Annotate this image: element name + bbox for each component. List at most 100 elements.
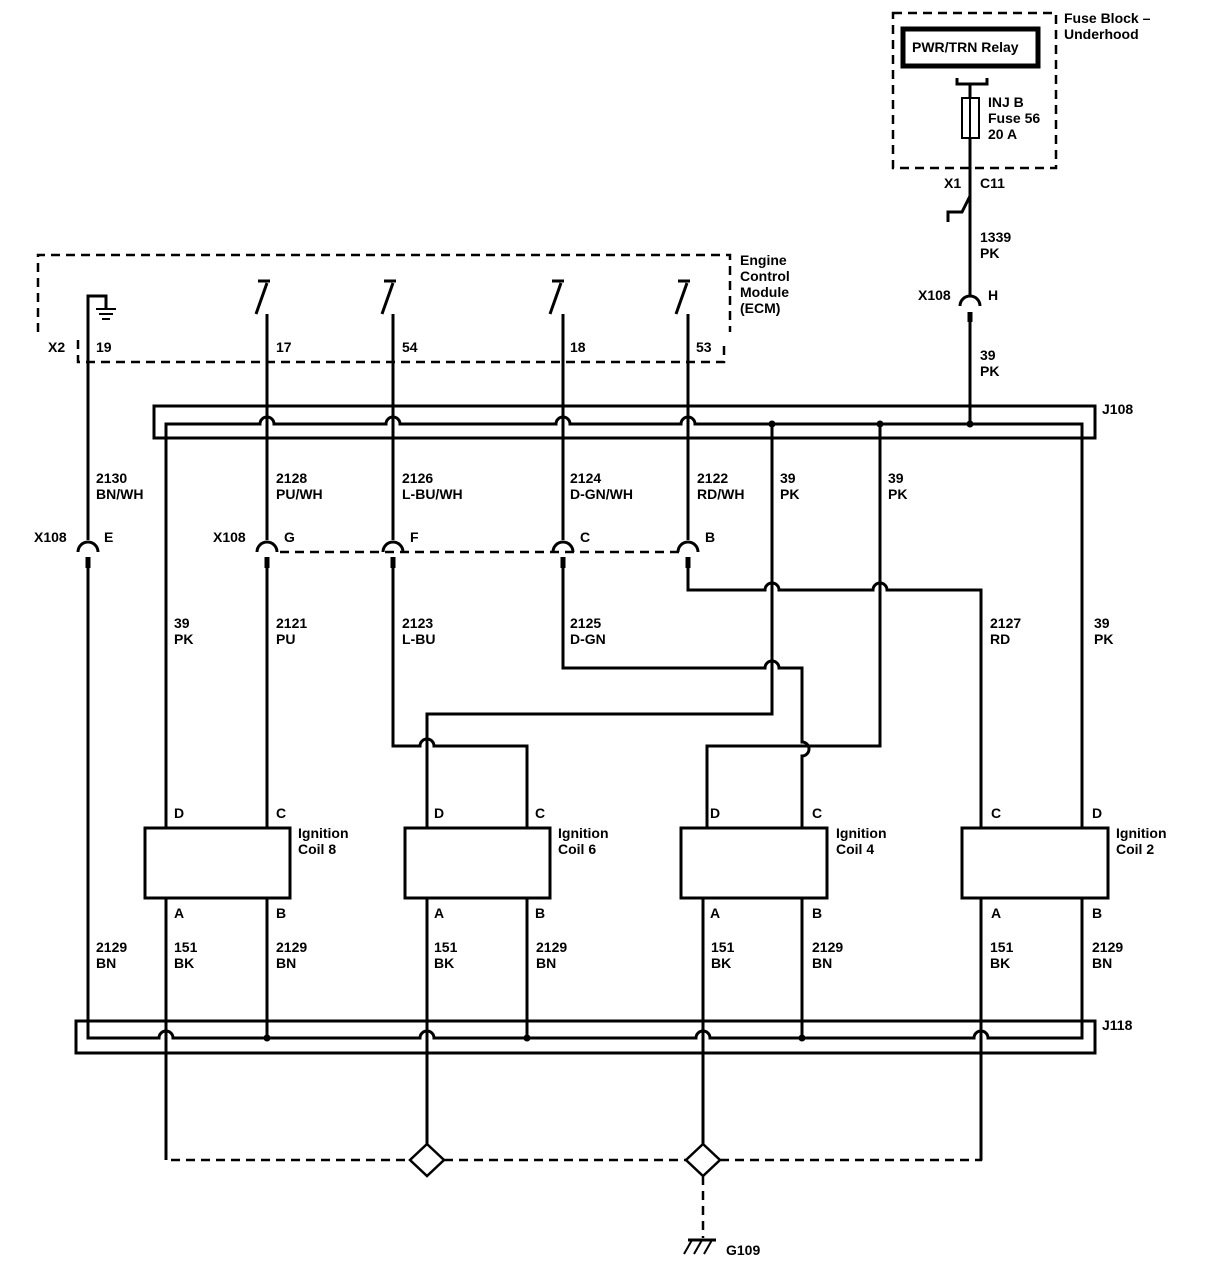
wire-2127-number: 2127 bbox=[990, 615, 1021, 631]
coil2-name: Coil 2 bbox=[1116, 841, 1154, 857]
x108-f-female bbox=[381, 540, 405, 553]
wire-151-coil8-number: 151 bbox=[174, 939, 198, 955]
relay-contact bbox=[955, 78, 989, 86]
engine-control-module: Engine Control Module (ECM) X2 19 17 54 … bbox=[36, 252, 790, 372]
wire-39-coil6 bbox=[425, 424, 774, 828]
wire-2124-number: 2124 bbox=[570, 470, 601, 486]
j108-splice-pack bbox=[152, 404, 1097, 440]
coil6-pin-top-right: C bbox=[535, 805, 545, 821]
coil8-pin-top-right: C bbox=[276, 805, 286, 821]
wire-2129-ecm-number: 2129 bbox=[96, 939, 127, 955]
coil6-pin-bottom-left: A bbox=[434, 905, 444, 921]
ignition-coil-8-body bbox=[143, 826, 292, 900]
ecm-pin-19: 19 bbox=[96, 339, 112, 355]
fuse-block-subtitle: Underhood bbox=[1064, 26, 1139, 42]
coil2-pin-top-right: D bbox=[1092, 805, 1102, 821]
ignition-coil-4: D C A B Ignition Coil 4 bbox=[679, 805, 887, 921]
x108-e-female bbox=[76, 540, 100, 553]
x108-e-label: X108 bbox=[34, 529, 67, 545]
wire-39-b-color: PK bbox=[888, 486, 907, 502]
chassis-ground-icon bbox=[683, 1238, 716, 1255]
ecm-ground-icon bbox=[96, 308, 116, 320]
coil2-pin-bottom-right: B bbox=[1092, 905, 1102, 921]
ecm-title-line2: Control bbox=[740, 268, 790, 284]
wire-39-coil2-color: PK bbox=[1094, 631, 1113, 647]
pin-c-label: C bbox=[580, 529, 590, 545]
wire-2130-number: 2130 bbox=[96, 470, 127, 486]
ecm-driver-switch-17 bbox=[254, 279, 270, 315]
fuse-block-outline bbox=[891, 11, 1058, 170]
wire-2129-coil8-color: BN bbox=[276, 955, 296, 971]
wire-2125 bbox=[561, 568, 811, 828]
pwr-trn-relay bbox=[900, 26, 1041, 69]
ecm-connector-x2-outline bbox=[76, 340, 726, 364]
coil2-pin-bottom-left: A bbox=[991, 905, 1001, 921]
wire-151-coil2-color: BK bbox=[990, 955, 1010, 971]
wire-39-coil8-number: 39 bbox=[174, 615, 190, 631]
wire-39-b-number: 39 bbox=[888, 470, 904, 486]
fuse-block-title: Fuse Block – bbox=[1064, 10, 1151, 26]
wire-39-a-color: PK bbox=[780, 486, 799, 502]
coil8-pin-bottom-right: B bbox=[276, 905, 286, 921]
j118-splice-pack bbox=[74, 1019, 1097, 1055]
ecm-pin-18: 18 bbox=[570, 339, 586, 355]
wire-2129-ecm-color: BN bbox=[96, 955, 116, 971]
wire-2129-coil6-color: BN bbox=[536, 955, 556, 971]
j118-label: J118 bbox=[1102, 1017, 1133, 1033]
coil6-pin-bottom-right: B bbox=[535, 905, 545, 921]
ecm-driver-switch-18 bbox=[548, 279, 564, 315]
wire-39-coil2-number: 39 bbox=[1094, 615, 1110, 631]
j118-splice-dot-1 bbox=[263, 1034, 271, 1042]
coil4-name: Coil 4 bbox=[836, 841, 874, 857]
ignition-coil-8: D C A B Ignition Coil 8 bbox=[143, 805, 349, 921]
x2-connector-label: X2 bbox=[48, 339, 65, 355]
coil8-pin-top-left: D bbox=[174, 805, 184, 821]
ecm-pin-54: 54 bbox=[402, 339, 418, 355]
wire-2124-color: D-GN/WH bbox=[570, 486, 633, 502]
wire-2127 bbox=[686, 568, 983, 828]
ground-splice-diamond-2 bbox=[684, 1142, 722, 1178]
ecm-pin-53: 53 bbox=[696, 339, 712, 355]
ecm-outline-top bbox=[36, 253, 732, 332]
ecm-pin-17: 17 bbox=[276, 339, 292, 355]
ecm-ground-lead bbox=[86, 294, 108, 372]
coil6-pin-top-left: D bbox=[434, 805, 444, 821]
wire-2122-number: 2122 bbox=[697, 470, 728, 486]
ecm-driver-switch-53 bbox=[674, 279, 690, 315]
wire-2129-coil4-color: BN bbox=[812, 955, 832, 971]
ecm-title-line4: (ECM) bbox=[740, 300, 780, 316]
coil6-title: Ignition bbox=[558, 825, 609, 841]
fuse-rating: 20 A bbox=[988, 126, 1017, 142]
fuse-block-underhood: PWR/TRN Relay Fuse Block – Underhood INJ… bbox=[891, 10, 1151, 170]
x108-c-female bbox=[551, 540, 575, 553]
ecm-title-line1: Engine bbox=[740, 252, 787, 268]
coil4-pin-top-left: D bbox=[710, 805, 720, 821]
wire-2122-color: RD/WH bbox=[697, 486, 744, 502]
wire-151-coil8-color: BK bbox=[174, 955, 194, 971]
coil4-title: Ignition bbox=[836, 825, 887, 841]
coil2-pin-top-left: C bbox=[991, 805, 1001, 821]
fuse-name: INJ B bbox=[988, 94, 1024, 110]
wire-2126-color: L-BU/WH bbox=[402, 486, 463, 502]
pin-g-label: G bbox=[284, 529, 295, 545]
x1-connector-label: X1 bbox=[944, 175, 961, 191]
fuse-number: Fuse 56 bbox=[988, 110, 1040, 126]
wire-2130-color: BN/WH bbox=[96, 486, 143, 502]
ignition-coil-2-body bbox=[960, 826, 1110, 900]
coil8-name: Coil 8 bbox=[298, 841, 336, 857]
coil8-title: Ignition bbox=[298, 825, 349, 841]
wire-151-coil4-number: 151 bbox=[711, 939, 735, 955]
x108-g-female bbox=[255, 540, 279, 553]
pin-h-label: H bbox=[988, 287, 998, 303]
wire-2127-color: RD bbox=[990, 631, 1010, 647]
j118-splice-dot-2 bbox=[523, 1034, 531, 1042]
wire-2125-color: D-GN bbox=[570, 631, 606, 647]
x108-h-label: X108 bbox=[918, 287, 951, 303]
wire-39-feed-number: 39 bbox=[980, 347, 996, 363]
coil6-name: Coil 6 bbox=[558, 841, 596, 857]
wire-1339-number: 1339 bbox=[980, 229, 1011, 245]
wire-39-coil8-color: PK bbox=[174, 631, 193, 647]
j108-bus-wire bbox=[164, 415, 1084, 438]
ecm-title-line3: Module bbox=[740, 284, 789, 300]
